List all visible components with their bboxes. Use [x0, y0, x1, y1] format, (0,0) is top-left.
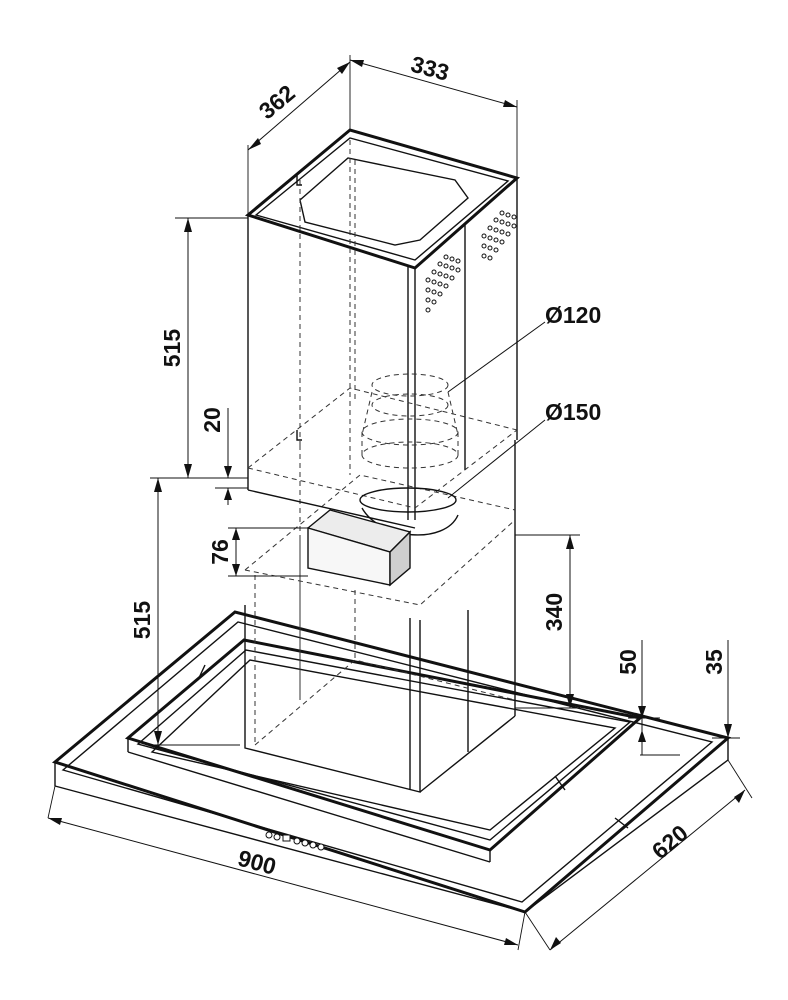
- lower-chimney: [244, 440, 516, 793]
- dim-canopy-width-label: 900: [235, 845, 279, 880]
- control-button-icon: [265, 831, 273, 839]
- dim-box-height-label: 76: [207, 539, 233, 565]
- dim-lower-chimney-label: 515: [129, 601, 155, 640]
- control-button-icon: [309, 841, 317, 849]
- outlet-large-label: Ø150: [545, 399, 601, 425]
- control-button-icon: [293, 837, 301, 845]
- dim-depth-top-label: 362: [254, 80, 300, 125]
- dim-canopy-depth-label: 620: [647, 820, 693, 865]
- control-button-icon: [301, 839, 309, 847]
- control-button-icon: [273, 833, 281, 841]
- dim-canopy-50-label: 50: [615, 649, 641, 675]
- dim-upper-chimney-label: 515: [159, 329, 185, 368]
- duct-outlets: [359, 373, 459, 536]
- motor-box: [306, 509, 412, 587]
- dimension-labels: 362 333 515 20 515 76 340 50 35 900 620 …: [129, 51, 727, 880]
- control-display-icon: [282, 834, 291, 842]
- dim-overlap-label: 20: [199, 407, 225, 433]
- outlet-small-label: Ø120: [545, 302, 601, 328]
- dim-canopy-35-label: 35: [701, 649, 727, 675]
- dim-width-top-label: 333: [408, 51, 452, 86]
- vent-perforations: [425, 210, 517, 313]
- control-panel: [265, 831, 325, 851]
- dimension-lines: [47, 55, 753, 951]
- upper-chimney: [244, 128, 521, 529]
- dim-inner-height-label: 340: [541, 593, 567, 631]
- control-button-icon: [317, 843, 325, 851]
